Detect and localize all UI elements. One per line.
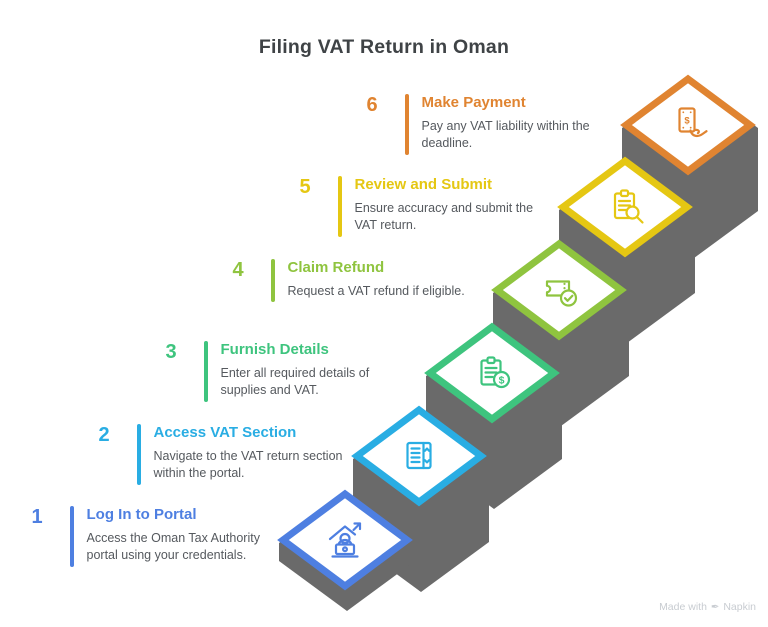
- step-title: Furnish Details: [220, 341, 329, 358]
- step-title: Access VAT Section: [153, 424, 297, 441]
- step-accent-bar: [70, 506, 74, 567]
- step-block-6: 6 Make Payment Pay any VAT liability wit…: [359, 94, 590, 155]
- step-accent-bar: [338, 176, 342, 237]
- step-accent-bar: [204, 341, 208, 402]
- step-text: Make Payment Pay any VAT liability withi…: [422, 94, 590, 155]
- step-block-5: 5 Review and Submit Ensure accuracy and …: [292, 176, 533, 237]
- step-number: 4: [232, 259, 244, 281]
- step-title: Review and Submit: [354, 176, 493, 193]
- step-number: 6: [366, 94, 378, 116]
- step-block-1: 1 Log In to Portal Access the Oman Tax A…: [24, 506, 260, 567]
- step-accent-bar: [271, 259, 275, 303]
- step-number: 1: [31, 506, 43, 528]
- napkin-watermark[interactable]: Made with ✒ Napkin: [659, 601, 756, 613]
- step-block-3: 3 Furnish Details Enter all required det…: [158, 341, 369, 402]
- step-description: Navigate to the VAT return section withi…: [153, 448, 343, 481]
- watermark-prefix: Made with: [659, 601, 707, 613]
- step-block-2: 2 Access VAT Section Navigate to the VAT…: [91, 424, 343, 485]
- step-block-4: 4 Claim Refund Request a VAT refund if e…: [225, 259, 465, 303]
- step-description: Pay any VAT liability within the deadlin…: [421, 118, 590, 151]
- napkin-logo-icon: ✒: [710, 601, 720, 613]
- staircase-step-6: [620, 74, 758, 261]
- watermark-brand: Napkin: [723, 601, 756, 613]
- step-description: Request a VAT refund if eligible.: [287, 283, 465, 298]
- step-text: Review and Submit Ensure accuracy and su…: [355, 176, 534, 237]
- step-title: Log In to Portal: [86, 506, 197, 523]
- step-title: Make Payment: [421, 94, 526, 111]
- step-text: Furnish Details Enter all required detai…: [221, 341, 370, 402]
- step-diamond: [557, 156, 693, 258]
- step-description: Access the Oman Tax Authority portal usi…: [86, 530, 260, 563]
- step-diamond: [491, 239, 627, 341]
- step-number: 5: [299, 176, 311, 198]
- step-text: Log In to Portal Access the Oman Tax Aut…: [87, 506, 260, 567]
- step-accent-bar: [137, 424, 141, 485]
- step-description: Ensure accuracy and submit the VAT retur…: [354, 200, 534, 233]
- step-text: Claim Refund Request a VAT refund if eli…: [288, 259, 465, 302]
- step-title: Claim Refund: [287, 259, 385, 276]
- page-title: Filing VAT Return in Oman: [258, 36, 510, 58]
- step-diamond: [351, 405, 487, 507]
- step-text: Access VAT Section Navigate to the VAT r…: [154, 424, 343, 485]
- step-number: 3: [165, 341, 177, 363]
- step-description: Enter all required details of supplies a…: [220, 365, 370, 398]
- step-number: 2: [98, 424, 110, 446]
- staircase-step-1: [277, 489, 415, 611]
- step-accent-bar: [405, 94, 409, 155]
